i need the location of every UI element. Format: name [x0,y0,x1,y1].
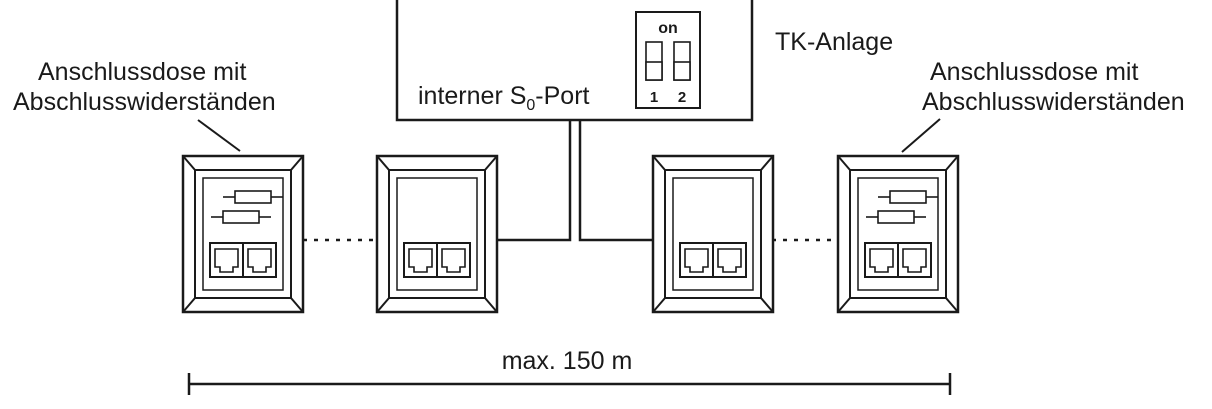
dip-switch-2-label: 2 [678,89,686,106]
dip-switch-2[interactable] [673,41,691,81]
port-label-prefix: interner S [418,82,526,110]
rj45-jack-icon [864,242,932,278]
socket-terminated-left[interactable] [181,154,305,314]
left-socket-label-line2: Abschlusswiderständen [13,88,276,116]
pbx-label: TK-Anlage [775,28,893,56]
port-label-subscript: 0 [526,97,535,114]
socket-terminated-right[interactable] [836,154,960,314]
rj45-jack-icon [403,242,471,278]
left-socket-label-line1: Anschlussdose mit [38,58,246,86]
port-label-suffix: -Port [535,82,589,110]
dip-switch-on-label: on [658,20,678,37]
rj45-jack-icon [209,242,277,278]
left-callout-line [197,119,241,152]
pbx-box [395,0,754,122]
rj45-jack-icon [679,242,747,278]
bus-wires [497,120,653,242]
dip-switch-1-label: 1 [650,89,658,106]
port-label: interner S0-Port [418,82,590,114]
right-socket-label-line1: Anschlussdose mit [930,58,1138,86]
right-callout-line [901,118,941,153]
dip-switch-1[interactable] [645,41,663,81]
dip-switch[interactable]: on 1 2 [635,11,701,109]
socket-3[interactable] [651,154,775,314]
socket-2[interactable] [375,154,499,314]
distance-dimension-line [187,373,952,395]
distance-label: max. 150 m [502,347,633,375]
right-socket-label-line2: Abschlusswiderständen [922,88,1185,116]
